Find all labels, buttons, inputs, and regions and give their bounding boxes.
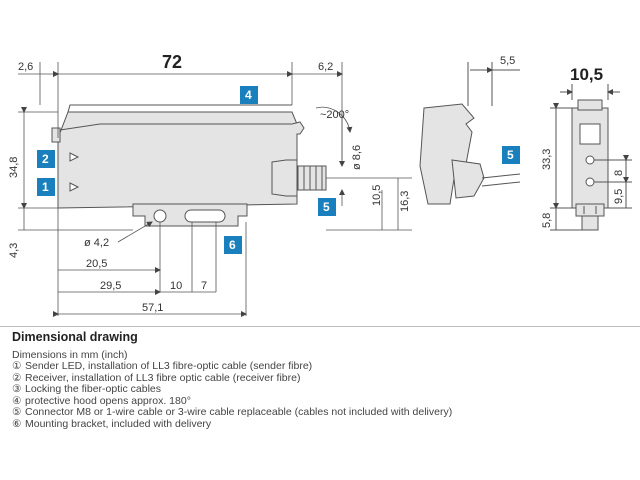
dim-5-8: 5,8 [541,213,553,228]
legend-divider [0,326,640,327]
badge-2: 2 [37,150,55,168]
housing-body [57,111,298,209]
receiver-triangle-icon [69,152,80,162]
legend-subtitle: Dimensions in mm (inch) [12,349,128,361]
svg-text:5: 5 [507,148,514,162]
dim-4-2: ø 4,2 [84,237,109,249]
side-view [51,104,327,227]
dim-10-5-vertical: 10,5 [371,185,383,206]
badge-5-side: 5 [318,198,336,216]
dim-6-2: 6,2 [318,61,333,73]
legend-panel: Dimensional drawing Dimensions in mm (in… [0,326,640,480]
dim-2-6: 2,6 [18,61,33,73]
dim-8: 8 [613,170,625,176]
dim-10: 10 [170,280,182,292]
dimensional-drawing: 2,6 72 6,2 ~200° ø 8,6 34,8 4,3 10,5 16,… [8,52,632,317]
dim-16-3: 16,3 [399,191,411,212]
connector-housing [271,159,298,197]
sender-triangle-icon [69,182,80,192]
svg-text:2: 2 [42,152,49,166]
svg-text:1: 1 [42,180,49,194]
dim-200: ~200° [320,109,349,121]
dim-5-5: 5,5 [500,55,515,67]
badge-4: 4 [240,86,258,104]
dim-34-8: 34,8 [8,157,20,178]
m8-connector [297,165,327,191]
dim-9-5: 9,5 [613,189,625,204]
dim-33-3: 33,3 [541,149,553,170]
svg-text:5: 5 [323,200,330,214]
dim-7: 7 [201,280,207,292]
badge-6: 6 [224,236,242,254]
dim-8-6: ø 8,6 [351,145,363,170]
dim-72: 72 [162,52,182,72]
front-view [550,84,632,231]
badge-1: 1 [37,178,55,196]
badge-5-hood: 5 [502,146,520,164]
dim-4-3: 4,3 [8,243,20,258]
svg-text:6: 6 [229,238,236,252]
hood-open-view [419,62,521,205]
legend-title: Dimensional drawing [12,330,138,344]
svg-text:4: 4 [245,88,252,102]
dim-57-1: 57,1 [142,302,163,314]
dim-10-5: 10,5 [570,65,603,84]
dim-20-5: 20,5 [86,258,107,270]
dim-29-5: 29,5 [100,280,121,292]
